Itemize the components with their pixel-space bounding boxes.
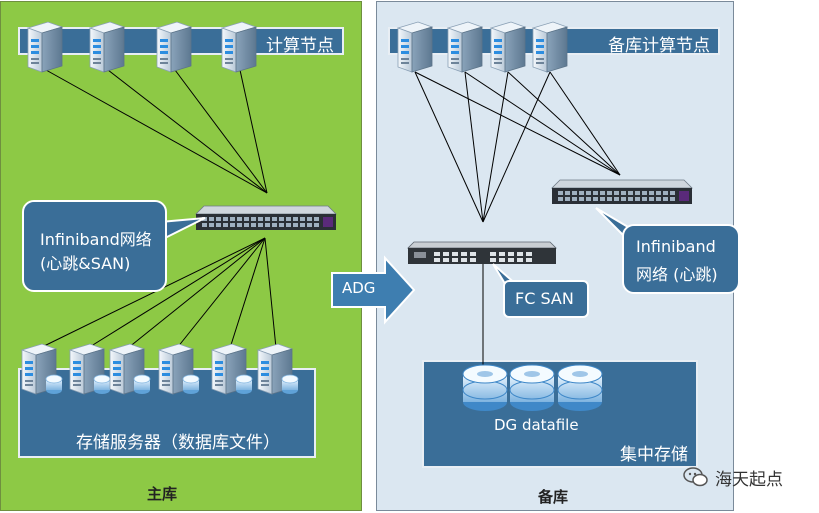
datafile-disks: [462, 364, 603, 411]
standby-ib-callout: Infiniband 网络 (心跳): [622, 224, 740, 294]
watermark-text: 海天起点: [715, 470, 783, 490]
standby-compute-servers: [397, 21, 568, 73]
primary-compute-links: [45, 69, 268, 194]
disk-icon: [462, 364, 508, 411]
server-icon: [490, 21, 526, 73]
standby-storage-label: 集中存储: [620, 445, 688, 465]
standby-ib-label-2: 网络 (心跳): [636, 265, 718, 284]
primary-compute-label: 计算节点: [266, 36, 334, 56]
disk-icon: [93, 374, 111, 395]
standby-panel-title: 备库: [538, 488, 569, 506]
server-icon: [27, 21, 63, 73]
disk-icon: [509, 364, 555, 411]
disk-icon: [133, 374, 151, 395]
standby-compute-label: 备库计算节点: [608, 36, 710, 56]
switch-icon: [195, 205, 337, 231]
watermark: 海天起点: [683, 464, 803, 490]
primary-storage-servers: [21, 343, 299, 395]
fc-switch-icon: [407, 241, 557, 264]
disk-icon: [281, 374, 299, 395]
datafile-label: DG datafile: [494, 416, 579, 434]
fc-san-callout: FC SAN: [503, 280, 589, 318]
standby-ib-label-1: Infiniband: [636, 237, 716, 256]
server-icon: [397, 21, 433, 73]
primary-storage-links: [39, 237, 277, 349]
adg-arrow: [331, 255, 416, 325]
standby-compute-links: [414, 71, 621, 223]
fc-san-label: FC SAN: [515, 289, 574, 308]
disk-icon: [182, 374, 200, 395]
primary-ib-callout: Infiniband网络 (心跳&SAN): [22, 200, 167, 292]
server-icon: [532, 21, 568, 73]
server-icon: [447, 21, 483, 73]
primary-ib-label-1: Infiniband网络: [40, 230, 152, 249]
disk-icon: [557, 364, 603, 411]
disk-icon: [235, 374, 253, 395]
primary-panel-title: 主库: [147, 485, 178, 503]
switch-icon: [551, 179, 693, 205]
server-icon: [89, 21, 125, 73]
adg-label: ADG: [342, 279, 376, 297]
primary-storage-label: 存储服务器（数据库文件）: [76, 433, 280, 453]
server-icon: [221, 21, 257, 73]
wechat-icon: [683, 467, 708, 487]
disk-icon: [45, 374, 63, 395]
server-icon: [156, 21, 192, 73]
primary-ib-label-2: (心跳&SAN): [40, 254, 131, 273]
primary-compute-servers: [27, 21, 257, 73]
